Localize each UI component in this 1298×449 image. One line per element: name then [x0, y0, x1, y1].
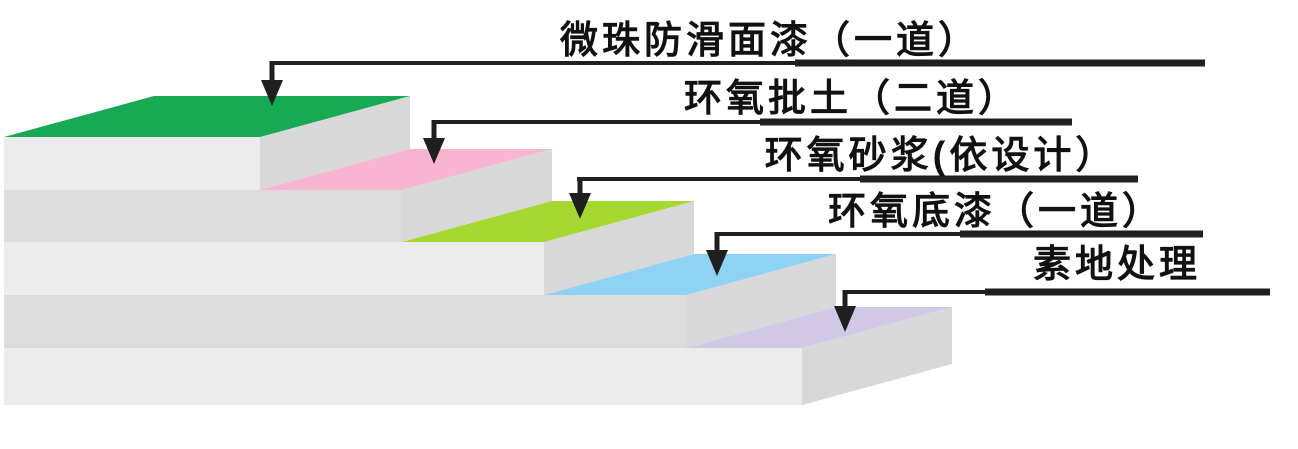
layer-4-side-face — [686, 254, 836, 348]
layer-5-underline — [985, 288, 1270, 296]
layer-3-front-face — [4, 242, 544, 295]
layer-3-leader-shaft — [577, 177, 583, 195]
layer-5-arrowhead — [834, 306, 856, 332]
layer-1-leader-line — [270, 61, 795, 65]
layer-1-top-face — [4, 96, 410, 137]
layer-5-front-face — [4, 348, 802, 405]
layer-2-top-face — [260, 149, 552, 190]
layer-3-top-face — [402, 201, 694, 242]
layer-4-leader-shaft — [714, 232, 720, 252]
layer-4-underline — [960, 230, 1203, 238]
layer-5-label: 素地处理 — [1033, 244, 1201, 286]
layer-3-arrowhead — [569, 193, 591, 219]
layer-1-leader-shaft — [269, 61, 275, 82]
layer-2-side-face — [402, 149, 552, 242]
layer-3-underline — [860, 175, 1138, 183]
layer-3-leader-line — [577, 177, 860, 181]
layer-1-arrowhead — [261, 80, 283, 106]
layer-2-leader-line — [432, 120, 760, 124]
layer-2-arrowhead — [423, 138, 445, 164]
layer-3-label: 环氧砂浆(依设计） — [765, 135, 1118, 177]
layer-2-front-face — [4, 190, 402, 242]
layer-2-underline — [760, 118, 1072, 126]
layer-4-label: 环氧底漆（一道） — [828, 191, 1164, 233]
layer-1-label: 微珠防滑面漆（一道） — [559, 20, 980, 62]
layer-1-underline — [795, 59, 1205, 67]
layer-1-front-face — [4, 137, 260, 190]
layer-5-top-face — [686, 307, 952, 348]
layer-4-front-face — [4, 295, 686, 348]
layer-5-side-face — [802, 307, 952, 405]
layer-5-leader-shaft — [842, 290, 848, 308]
layer-4-top-face — [544, 254, 836, 295]
layer-4-arrowhead — [706, 250, 728, 276]
layer-2-label: 环氧批土（二道） — [684, 78, 1020, 120]
layer-2-leader-shaft — [431, 120, 437, 140]
layer-3-side-face — [544, 201, 694, 295]
layer-1-side-face — [260, 96, 410, 190]
layer-5-leader-line — [843, 290, 985, 294]
layer-4-leader-line — [715, 232, 960, 236]
